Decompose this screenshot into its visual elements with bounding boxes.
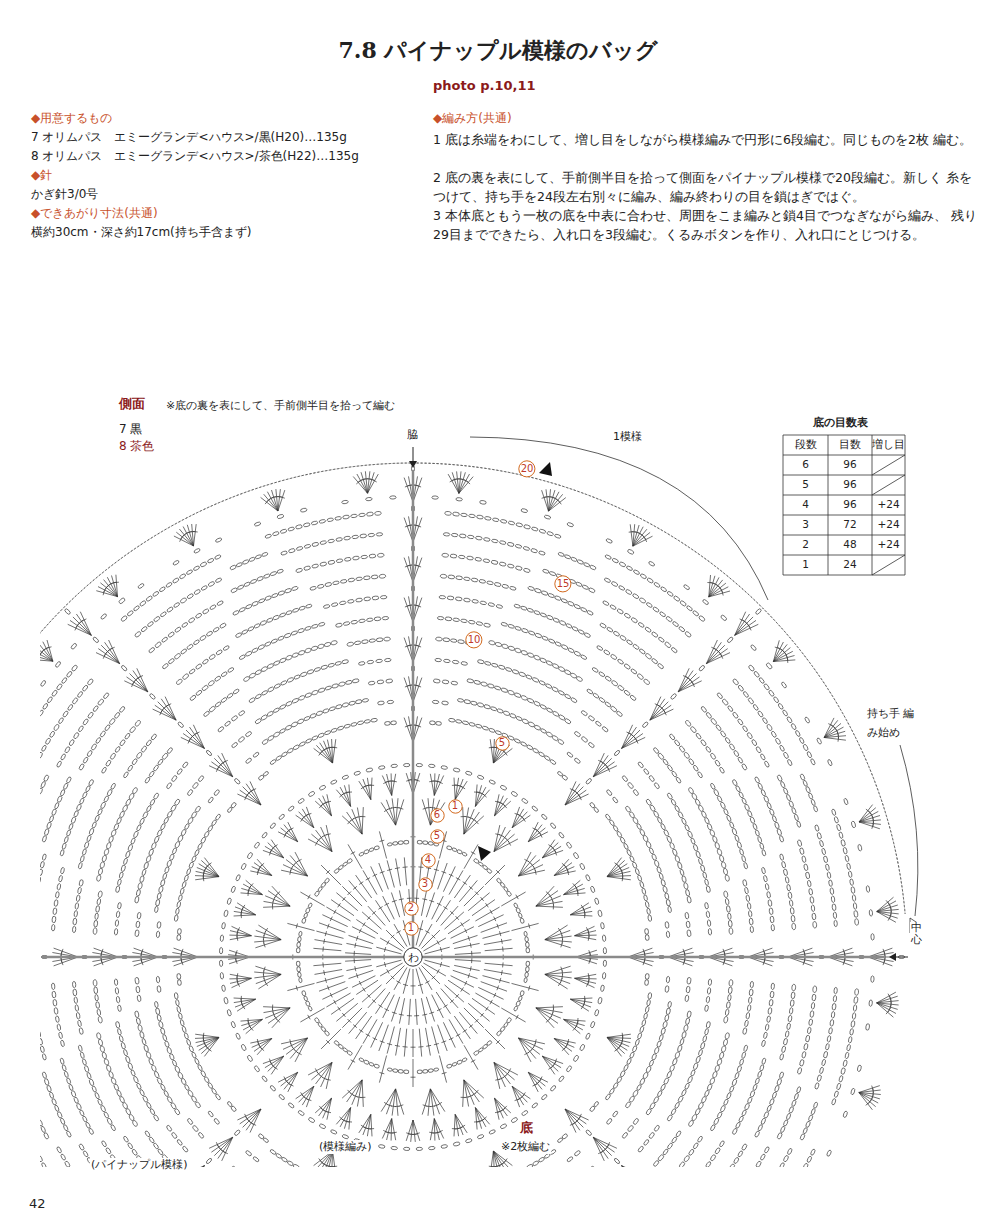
row-number: 6 — [430, 808, 445, 823]
row-number-text: 6 — [434, 810, 440, 820]
row-number: 2 — [404, 901, 419, 916]
table-cell: 増し目 — [871, 438, 906, 452]
table-cell: +24 — [876, 538, 900, 552]
row-number: 5 — [430, 829, 445, 844]
page-title: 7.8 パイナップル模様のバッグ — [0, 36, 997, 66]
repeat-bracket — [470, 437, 768, 600]
row-number-text: わ — [408, 952, 419, 963]
row-number-text: 1 — [408, 923, 414, 933]
row-number: 1 — [448, 799, 463, 814]
table-cell: 96 — [842, 478, 857, 492]
instruction: 3 本体底ともう一枚の底を中表に合わせ、周囲をこま編みと鎖4目でつなぎながら編み… — [432, 206, 982, 244]
instruction: 1 底は糸端をわにして、増し目をしながら模様編みで円形に6段編む。同じものを2枚… — [432, 130, 982, 149]
row-number: 20 — [518, 460, 536, 478]
row-number-text: 15 — [557, 579, 570, 589]
axis-label: 中心 — [910, 922, 923, 946]
row-number: 3 — [418, 877, 433, 892]
table-cell: 段数 — [794, 438, 818, 452]
end-triangle — [478, 846, 491, 861]
table-cell: 72 — [842, 518, 857, 532]
row-number: 1 — [404, 921, 419, 936]
edge-outline — [40, 463, 905, 914]
table-cell: +24 — [876, 498, 900, 512]
section-heading: ◆編み方(共通) — [432, 111, 513, 127]
part-title: 底 — [519, 1120, 534, 1137]
material: 7 オリムパス エミーグランデ<ハウス>/黒(H20)…135g — [30, 130, 348, 146]
row-number-text: 3 — [422, 879, 428, 889]
circle-outline — [448, 799, 461, 812]
end-triangle — [539, 462, 552, 476]
note: ※2枚編む — [500, 1140, 551, 1154]
row-number-text: 4 — [425, 855, 431, 865]
table-cell: 1 — [801, 558, 810, 572]
chart-marks — [42, 435, 922, 961]
material: 8 オリムパス エミーグランデ<ハウス>/茶色(H22)…135g — [30, 149, 360, 165]
page-number: 42 — [28, 1196, 47, 1213]
row-number: 10 — [465, 631, 483, 649]
leader-label: 持ち手 編み始め — [866, 704, 924, 742]
circle-outline — [430, 808, 443, 821]
photo-ref: photo p.10,11 — [432, 78, 537, 95]
tool: かぎ針3/0号 — [30, 187, 99, 203]
part-name: (パイナップル模様) — [90, 1158, 189, 1172]
table-cell: 4 — [801, 498, 810, 512]
crochet-stitches — [40, 465, 905, 1167]
count-table-grid — [783, 435, 905, 575]
table-cell: 2 — [801, 538, 810, 552]
table-cell: 5 — [801, 478, 810, 492]
arrow-line — [413, 447, 414, 462]
section-heading: ◆針 — [30, 168, 53, 184]
repeat-label: 1模様 — [612, 430, 643, 444]
table-cell: 48 — [842, 538, 857, 552]
row-number-text: 20 — [521, 464, 534, 474]
row-number-text: 5 — [434, 831, 440, 841]
size-note: 横約30cm・深さ約17cm(持ち手含まず) — [30, 225, 252, 241]
side-axis — [412, 470, 415, 957]
row-number: 4 — [421, 853, 436, 868]
row-number-text: 5 — [499, 738, 505, 748]
table-cell: 6 — [801, 458, 810, 472]
note: ※底の裏を表にして、手前側半目を拾って編む — [165, 399, 396, 413]
part-title: 側面 — [118, 396, 146, 413]
row-number: 15 — [554, 575, 572, 593]
arrow-head — [409, 461, 417, 468]
section-heading: ◆できあがり寸法(共通) — [30, 206, 159, 222]
circle-outline — [466, 632, 482, 648]
color-note: 8 茶色 — [118, 439, 155, 455]
circle-outline — [404, 948, 422, 966]
table-cell: +24 — [876, 518, 900, 532]
row-number-text: 10 — [468, 635, 481, 645]
row-number-text: 2 — [408, 903, 414, 913]
circle-outline — [555, 576, 571, 592]
table-title: 底の目数表 — [812, 416, 869, 430]
table-cell: 96 — [842, 458, 857, 472]
arrow-line — [894, 957, 908, 958]
instruction: 2 底の裏を表にして、手前側半目を拾って側面をパイナップル模様で20段編む。新し… — [432, 168, 982, 206]
circle-outline — [495, 736, 508, 749]
center-axis — [42, 956, 885, 959]
table-cell: 96 — [842, 498, 857, 512]
crochet-chart — [40, 463, 905, 1167]
table-cell: 3 — [801, 518, 810, 532]
table-cell: 24 — [842, 558, 857, 572]
row-number: 5 — [495, 736, 510, 751]
row-number-text: 1 — [452, 801, 458, 811]
marker-label: 脇 — [406, 428, 419, 442]
circle-outline — [519, 461, 535, 477]
color-note: 7 黒 — [118, 422, 143, 438]
leader-line — [900, 745, 918, 916]
table-cell: 目数 — [838, 438, 862, 452]
circle-outline — [404, 901, 417, 914]
circle-outline — [430, 829, 443, 842]
arrow-head — [889, 953, 896, 961]
circle-outline — [421, 853, 434, 866]
center-ring: わ — [403, 947, 423, 967]
circle-outline — [418, 877, 431, 890]
circle-outline — [404, 921, 417, 934]
part-name: (模様編み) — [318, 1140, 373, 1154]
section-heading: ◆用意するもの — [30, 111, 113, 127]
